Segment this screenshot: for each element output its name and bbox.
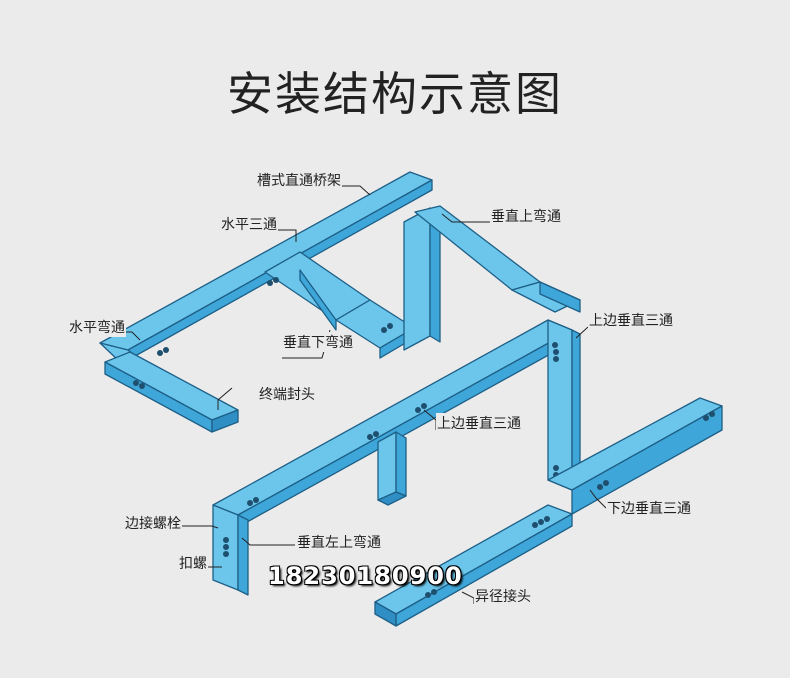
label-upper-vertical-tee-right: 上边垂直三通 — [588, 310, 674, 330]
reducer-joint — [374, 504, 573, 627]
end-cap — [211, 409, 239, 433]
horizontal-elbow — [99, 277, 279, 433]
label-end-cap: 终端封头 — [258, 384, 316, 404]
label-horizontal-tee: 水平三通 — [220, 214, 278, 234]
vertical-up-bend — [403, 205, 581, 351]
label-reducer-joint: 异径接头 — [474, 586, 532, 606]
upper-vertical-tee-center — [377, 431, 407, 506]
label-horizontal-elbow: 水平弯通 — [68, 317, 126, 337]
upper-vertical-tee-right — [547, 319, 581, 495]
label-vertical-down-bend: 垂直下弯通 — [282, 332, 354, 352]
label-clip-nut: 扣螺 — [178, 553, 208, 573]
lower-vertical-tee — [547, 397, 723, 515]
vertical-left-up-bend — [212, 504, 249, 596]
label-lower-vertical-tee: 下边垂直三通 — [606, 498, 692, 518]
label-edge-bolt: 边接螺栓 — [124, 513, 182, 533]
label-vertical-up-bend: 垂直上弯通 — [490, 206, 562, 226]
page-title: 安装结构示意图 — [227, 67, 563, 121]
label-straight-tray: 槽式直通桥架 — [256, 170, 342, 190]
label-upper-vertical-tee-center: 上边垂直三通 — [436, 413, 522, 433]
phone-number-watermark: 18230180900 — [268, 562, 463, 590]
label-vertical-left-up-bend: 垂直左上弯通 — [296, 532, 382, 552]
